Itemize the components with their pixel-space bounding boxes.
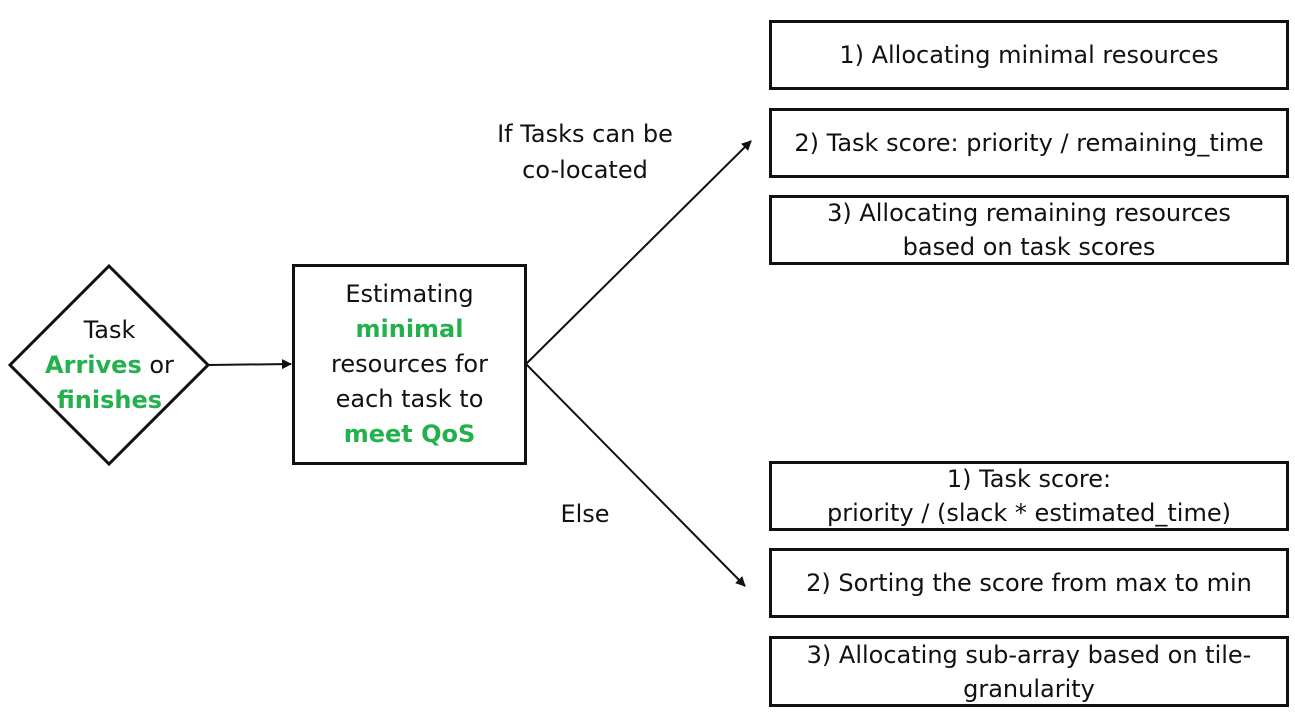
estimate-line-5: meet QoS [343, 420, 476, 448]
estimate-box: Estimating minimal resources for each ta… [292, 264, 527, 465]
colocated-step-1: 1) Allocating minimal resources [769, 20, 1289, 90]
else-step-1: 1) Task score: priority / (slack * estim… [769, 461, 1289, 531]
finishes-label: finishes [56, 385, 163, 414]
else-step-2: 2) Sorting the score from max to min [769, 548, 1289, 618]
decision-line-2: Arrives or [45, 348, 174, 383]
arrow-to-estimate [207, 359, 292, 370]
else-label: Else [560, 500, 610, 528]
decision-line-3: finishes [57, 383, 162, 418]
or-label: or [149, 350, 174, 379]
else-step-3: 3) Allocating sub-array based on tile- g… [769, 636, 1289, 707]
arrow-colocated [525, 140, 752, 365]
estimate-line-2: minimal [355, 315, 464, 343]
decision-line-1: Task [83, 315, 136, 344]
arrives-label: Arrives [45, 350, 142, 379]
arrow-else [525, 363, 746, 587]
colocated-step-3: 3) Allocating remaining resources based … [769, 195, 1289, 265]
estimate-line-3: resources for [331, 350, 488, 378]
estimate-line-1: Estimating [345, 280, 474, 308]
colocated-step-2: 2) Task score: priority / remaining_time [769, 108, 1289, 178]
colocated-condition-label: If Tasks can be co-located [497, 120, 673, 184]
estimate-line-4: each task to [335, 385, 484, 413]
decision-label: Task Arrives or finishes [32, 305, 187, 425]
decision-diamond [7, 263, 211, 467]
